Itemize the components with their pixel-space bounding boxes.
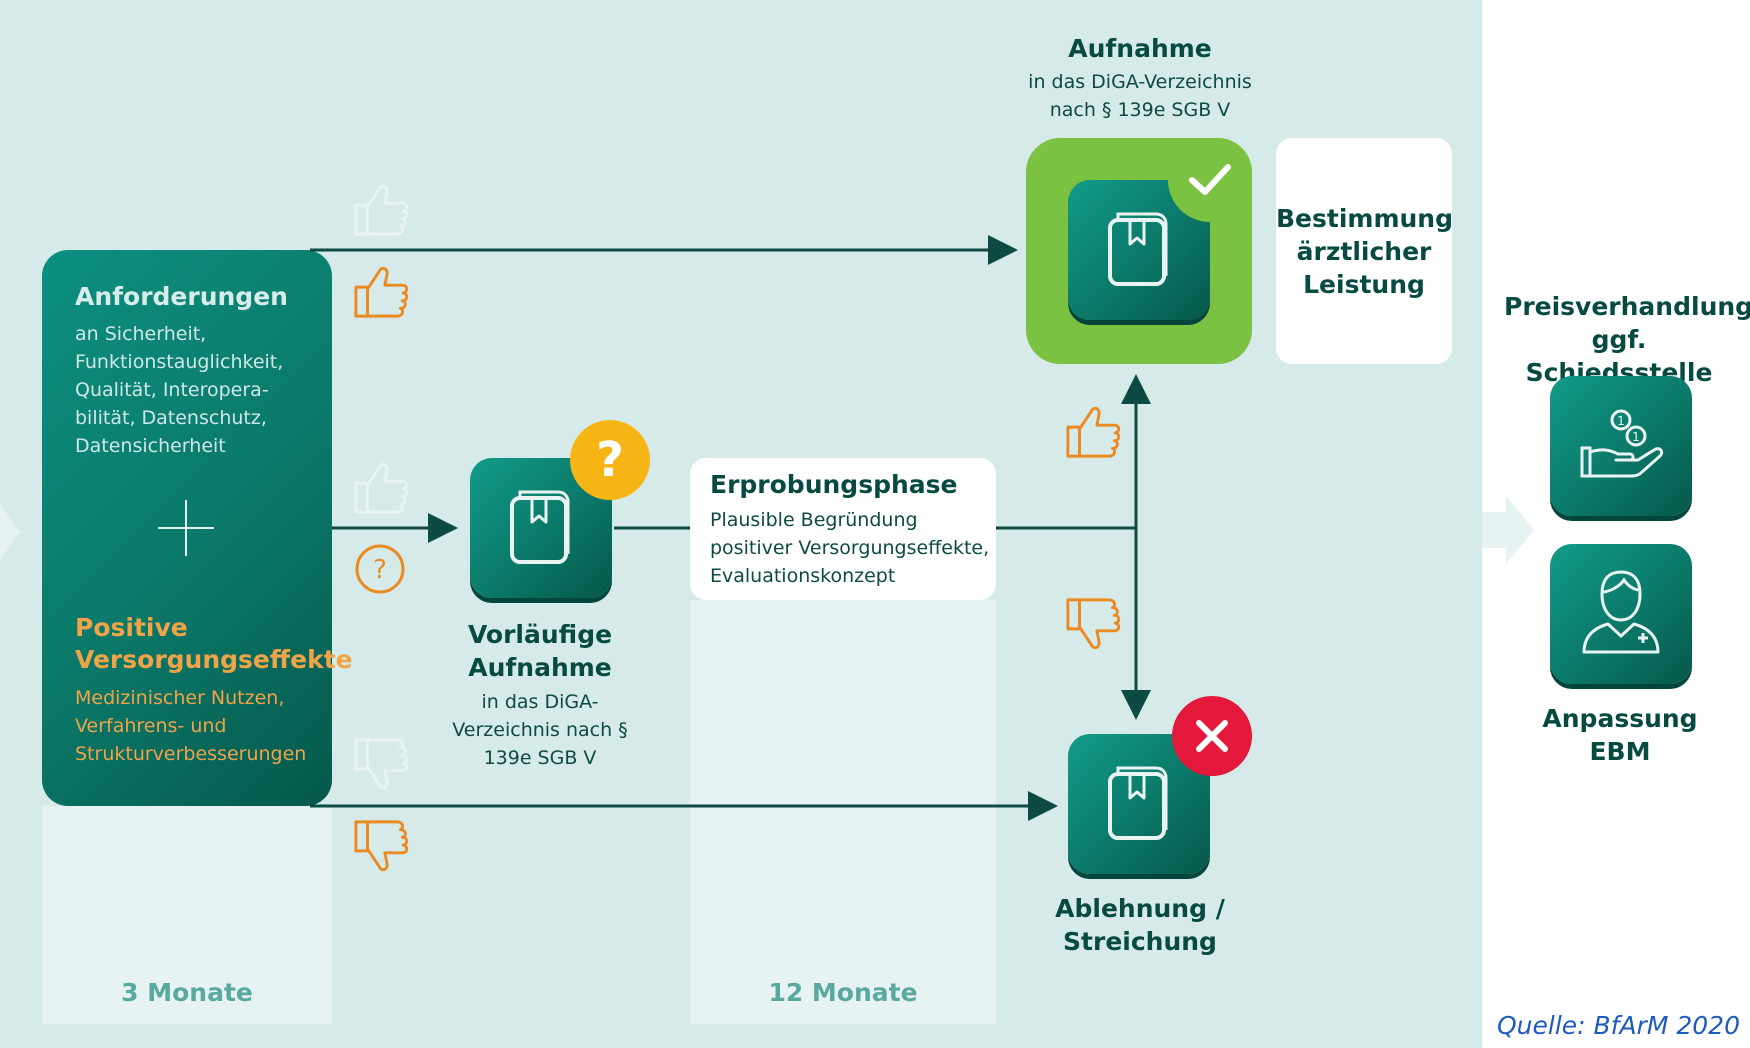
svg-text:?: ? (373, 555, 387, 585)
determination-card (1276, 138, 1452, 364)
svg-text:1: 1 (1632, 430, 1640, 444)
positive-effects-text: Medizinischer Nutzen, Verfahrens- und St… (75, 687, 307, 765)
checkmark-badge-icon (1168, 138, 1252, 222)
determination-text: Bestimmung ärztlicher Leistung (1276, 204, 1454, 299)
arrow-right-head (1506, 496, 1534, 564)
svg-text:1: 1 (1617, 414, 1625, 428)
pricing-tile: 1 1 (1550, 376, 1692, 516)
left-entry-arrow (0, 504, 20, 560)
book-icon (506, 488, 576, 568)
hand-coins-icon: 1 1 (1580, 409, 1664, 478)
source-note: Quelle: BfArM 2020 (1496, 1011, 1740, 1040)
thumbs-down-outline-icon (352, 736, 410, 794)
plus-icon (158, 500, 214, 556)
question-badge-icon: ? (570, 420, 650, 500)
phase-column-second (690, 600, 996, 1024)
requirements-text: an Sicherheit, Funktionstauglichkeit, Qu… (75, 323, 284, 457)
provisional-text: in das DiGA-Verzeichnis nach § 139e SGB … (452, 691, 628, 769)
trial-phase-title: Erprobungsphase (710, 470, 958, 499)
admission-title: Aufnahme (1068, 34, 1212, 63)
doctor-icon (1582, 570, 1660, 654)
thumbs-up-orange-icon (1064, 402, 1122, 460)
admission-text: in das DiGA-Verzeichnis nach § 139e SGB … (1028, 71, 1252, 121)
ebm-title: Anpassung EBM (1542, 704, 1698, 766)
cross-badge-icon (1172, 696, 1252, 776)
thumbs-up-outline-icon (352, 458, 410, 516)
ebm-tile (1550, 544, 1692, 684)
thumbs-up-outline-icon (352, 180, 410, 238)
phase-column-first (42, 806, 332, 1024)
thumbs-down-orange-icon (352, 818, 410, 876)
trial-phase-card (690, 458, 996, 600)
question-circle-icon: ? (355, 544, 405, 594)
pricing-title: Preisverhandlung, ggf. Schiedsstelle (1504, 292, 1750, 387)
book-icon (1104, 764, 1174, 844)
provisional-title: Vorläufige Aufnahme (467, 620, 613, 682)
phase-label-3-months: 3 Monate (121, 978, 253, 1007)
positive-effects-title: Positive Versorgungseffekte (75, 613, 353, 674)
requirements-title: Anforderungen (75, 282, 288, 311)
rejection-title: Ablehnung / Streichung (1055, 894, 1225, 956)
phase-label-12-months: 12 Monate (768, 978, 918, 1007)
thumbs-down-orange-icon (1064, 596, 1122, 654)
book-icon (1104, 210, 1174, 290)
trial-phase-text: Plausible Begründung positiver Versorgun… (710, 509, 990, 587)
arrow-right-icon (1482, 512, 1506, 548)
thumbs-up-orange-icon (352, 262, 410, 320)
